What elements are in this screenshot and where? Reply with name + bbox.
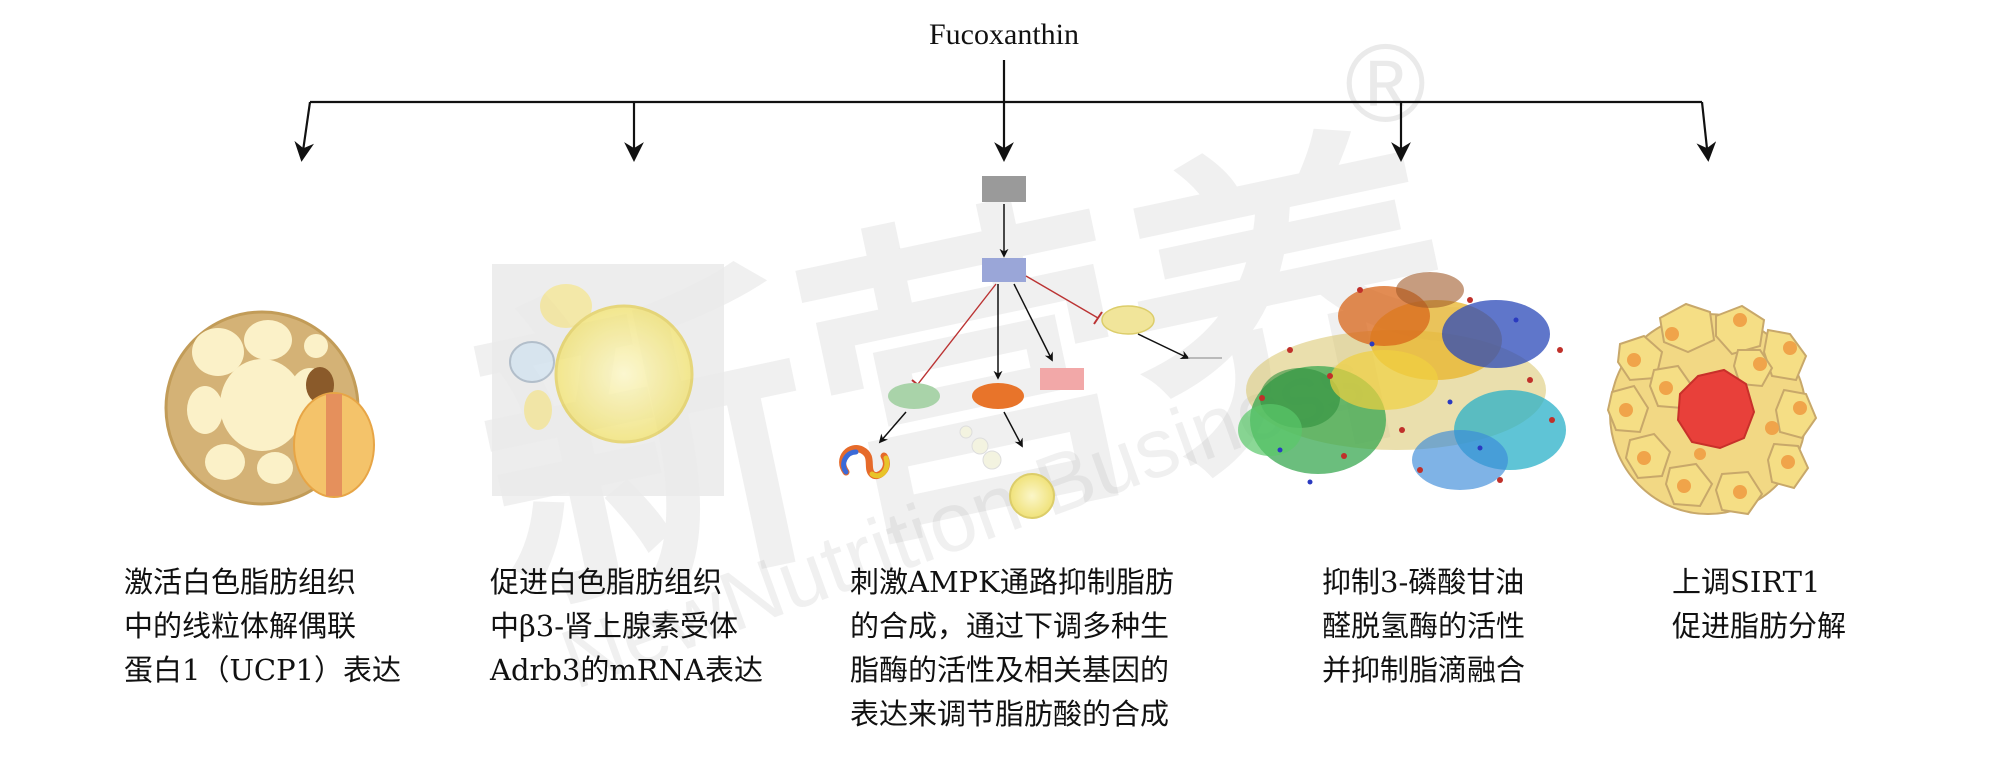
- pathway-node-orange: [972, 383, 1024, 409]
- caption-adrb3: 促进白色脂肪组织 中β3-肾上腺素受体 Adrb3的mRNA表达: [490, 565, 764, 687]
- pathway-node-blue: [982, 258, 1026, 282]
- caption-sirt1: 上调SIRT1 促进脂肪分解: [1672, 565, 1847, 643]
- caption-ampk: 刺激AMPK通路抑制脂肪 的合成，通过下调多种生 脂酶的活性及相关基因的 表达来…: [850, 565, 1174, 731]
- lipid-droplet-icon: [1009, 473, 1055, 519]
- caption-gpdh: 抑制3-磷酸甘油 醛脱氢酶的活性 并抑制脂滴融合: [1322, 565, 1526, 687]
- enzyme-protein-structure-illustration: [1238, 272, 1566, 490]
- red-core-cell: [1676, 368, 1756, 450]
- white-adipocyte-illustration: [164, 310, 375, 506]
- arrow-branch-5: [1696, 101, 1717, 162]
- pathway-node-yellow: [1101, 305, 1155, 335]
- caption-ucp1: 激活白色脂肪组织 中的线粒体解偶联 蛋白1（UCP1）表达: [124, 565, 402, 687]
- arrow-branch-1: [294, 101, 315, 162]
- diagram-title: Fucoxanthin: [929, 18, 1079, 51]
- pathway-node-pink: [1040, 368, 1084, 390]
- branch-connectors: [294, 60, 1717, 162]
- ampk-pathway-illustration: [839, 176, 1222, 519]
- pathway-node-gray: [982, 176, 1026, 202]
- adipose-tissue-cluster-illustration: [1606, 302, 1818, 516]
- pathway-node-green: [888, 383, 940, 409]
- adrb3-fat-cell-illustration: [492, 264, 724, 496]
